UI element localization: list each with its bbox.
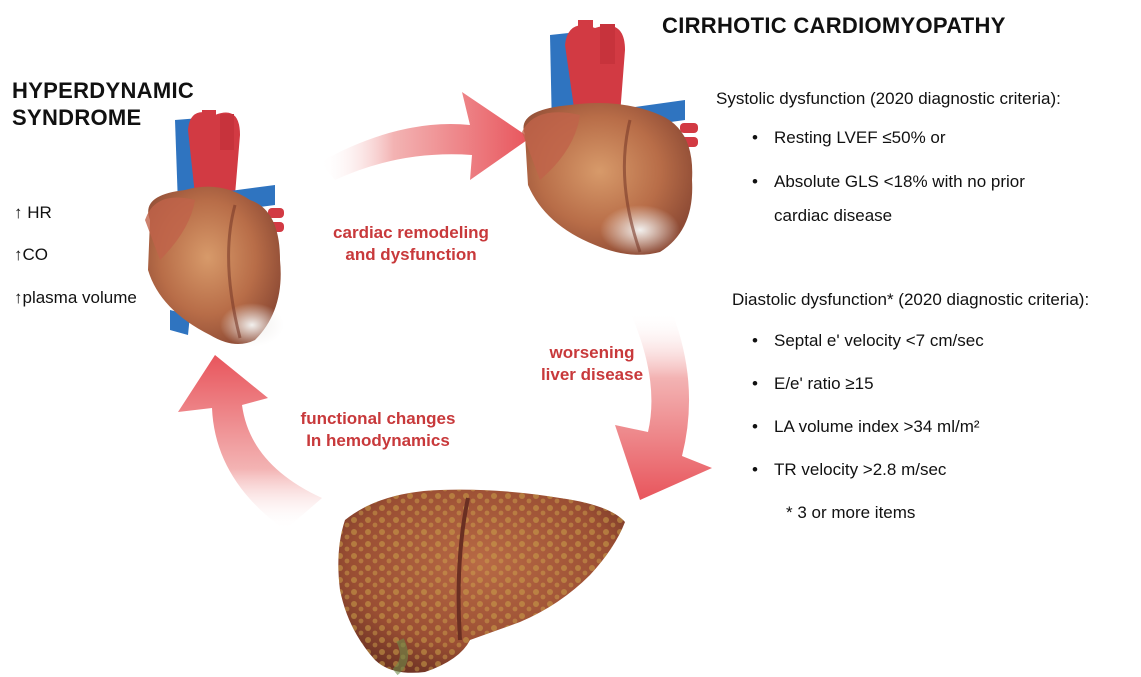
arrow-liver-disease bbox=[615, 312, 712, 500]
title-line: HYPERDYNAMIC bbox=[12, 77, 194, 104]
label-line: worsening bbox=[528, 342, 656, 364]
systolic-heading: Systolic dysfunction (2020 diagnostic cr… bbox=[716, 89, 1061, 109]
item-text: TR velocity >2.8 m/sec bbox=[774, 460, 946, 479]
systolic-item: •Absolute GLS <18% with no prior bbox=[752, 172, 1025, 192]
diastolic-item: •LA volume index >34 ml/m² bbox=[752, 417, 980, 437]
diastolic-item: •TR velocity >2.8 m/sec bbox=[752, 460, 946, 480]
item-text: Absolute GLS <18% with no prior bbox=[774, 172, 1025, 191]
label-line: liver disease bbox=[528, 364, 656, 386]
label-worsening-liver: worsening liver disease bbox=[528, 342, 656, 386]
hyperdynamic-title: HYPERDYNAMIC SYNDROME bbox=[12, 77, 194, 131]
diastolic-heading: Diastolic dysfunction* (2020 diagnostic … bbox=[732, 290, 1089, 310]
diastolic-item: •Septal e' velocity <7 cm/sec bbox=[752, 331, 984, 351]
label-functional-changes: functional changes In hemodynamics bbox=[280, 408, 476, 452]
sign-plasma-volume: ↑plasma volume bbox=[14, 288, 137, 308]
diastolic-item: •E/e' ratio ≥15 bbox=[752, 374, 874, 394]
label-line: functional changes bbox=[280, 408, 476, 430]
item-text: Septal e' velocity <7 cm/sec bbox=[774, 331, 984, 350]
sign-hr: ↑ HR bbox=[14, 203, 52, 223]
item-text: E/e' ratio ≥15 bbox=[774, 374, 874, 393]
label-line: cardiac remodeling bbox=[316, 222, 506, 244]
label-line: and dysfunction bbox=[316, 244, 506, 266]
arrow-remodeling bbox=[320, 92, 530, 180]
systolic-item-continued: cardiac disease bbox=[774, 206, 892, 226]
heart-illustration bbox=[145, 110, 284, 347]
sign-co: ↑CO bbox=[14, 245, 48, 265]
title-line: SYNDROME bbox=[12, 104, 194, 131]
systolic-item: •Resting LVEF ≤50% or bbox=[752, 128, 946, 148]
footnote: * 3 or more items bbox=[786, 503, 915, 523]
heart-illustration bbox=[522, 20, 698, 255]
item-text: LA volume index >34 ml/m² bbox=[774, 417, 980, 436]
item-text: Resting LVEF ≤50% or bbox=[774, 128, 946, 147]
label-line: In hemodynamics bbox=[280, 430, 476, 452]
label-cardiac-remodeling: cardiac remodeling and dysfunction bbox=[316, 222, 506, 266]
cirrhotic-title: CIRRHOTIC CARDIOMYOPATHY bbox=[662, 12, 1006, 39]
liver-illustration bbox=[338, 490, 625, 673]
